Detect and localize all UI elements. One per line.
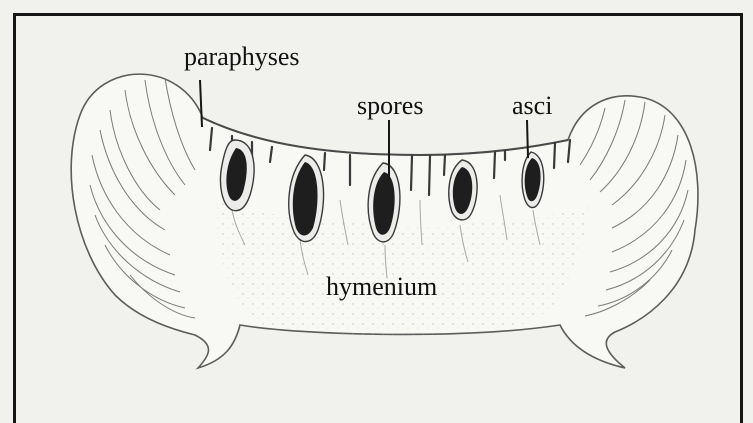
asci-leader-line	[527, 120, 528, 158]
ascus	[522, 152, 544, 208]
spores-label: spores	[357, 93, 423, 119]
hymenium-label: hymenium	[326, 274, 437, 300]
asci-label: asci	[512, 93, 552, 119]
paraphyses-label: paraphyses	[184, 44, 300, 70]
